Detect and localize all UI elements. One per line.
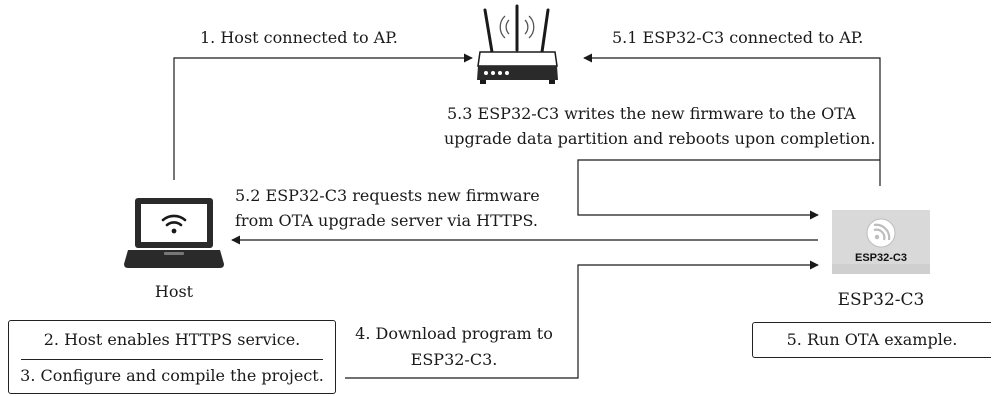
host-steps-divider	[21, 359, 323, 360]
label-step-2: 2. Host enables HTTPS service.	[43, 330, 301, 349]
host-steps-box: 2. Host enables HTTPS service. 3. Config…	[8, 320, 336, 394]
arrow-download-program	[345, 260, 819, 379]
label-step-4-line2: ESP32-C3.	[410, 350, 498, 369]
esp32-step-box: 5. Run OTA example.	[752, 322, 991, 358]
label-step-5: 5. Run OTA example.	[786, 330, 958, 349]
label-step-5-3-line2: upgrade data partition and reboots upon …	[444, 129, 876, 148]
label-step-5-1: 5.1 ESP32-C3 connected to AP.	[612, 28, 864, 47]
esp32-label: ESP32-C3	[837, 290, 925, 310]
arrow-esp-to-ap	[583, 53, 881, 186]
arrow-host-to-ap	[173, 53, 473, 180]
label-step-5-2-line2: from OTA upgrade server via HTTPS.	[235, 211, 538, 230]
wifi-router-icon	[477, 4, 558, 84]
esp32-chip-icon	[832, 210, 930, 274]
label-step-4-line1: 4. Download program to	[355, 324, 553, 343]
laptop-wifi-icon	[124, 198, 224, 268]
host-label: Host	[154, 282, 194, 301]
chip-marking: ESP32-C3	[855, 252, 907, 264]
label-step-5-2-line1: 5.2 ESP32-C3 requests new firmware	[235, 186, 540, 205]
label-step-3: 3. Configure and compile the project.	[20, 366, 324, 385]
label-step-1: 1. Host connected to AP.	[200, 28, 398, 47]
arrow-write-firmware	[577, 159, 880, 220]
label-step-5-3-line1: 5.3 ESP32-C3 writes the new firmware to …	[447, 104, 856, 123]
